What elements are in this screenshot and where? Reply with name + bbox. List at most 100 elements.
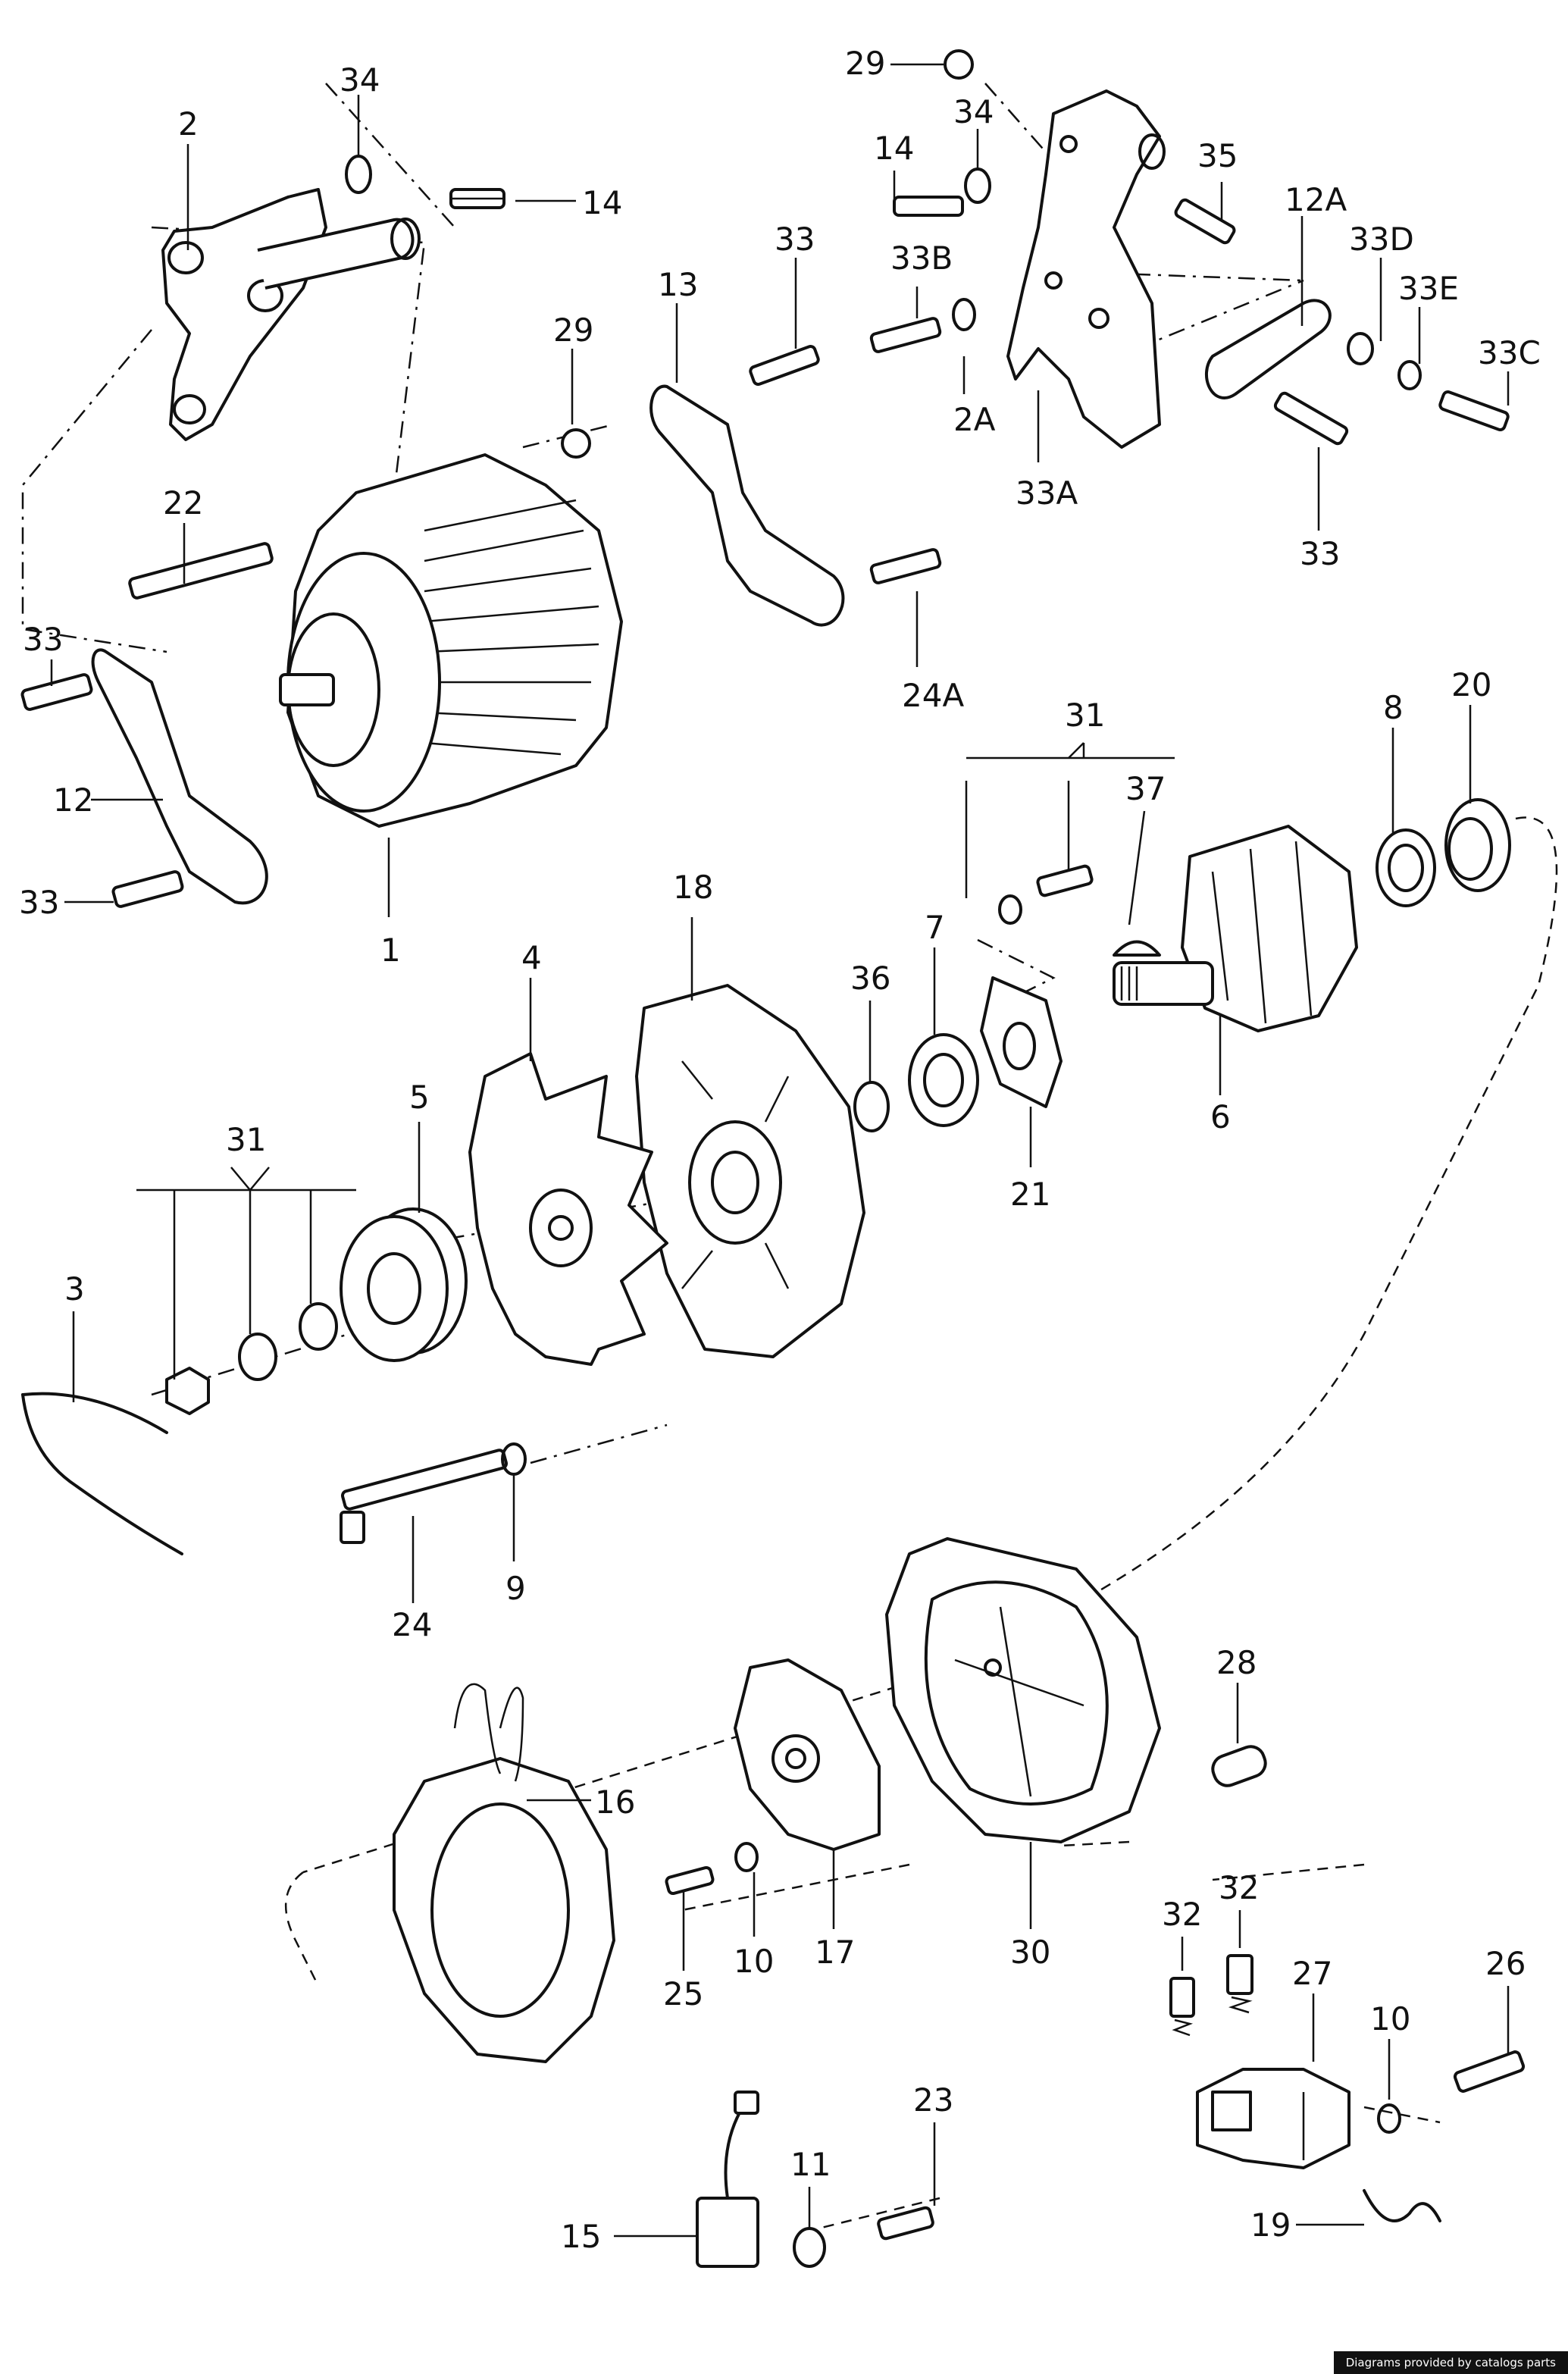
- callout-1: 1: [380, 932, 401, 969]
- callout-12: 12: [53, 781, 93, 819]
- washer: [853, 1081, 890, 1132]
- washer: [964, 168, 991, 204]
- bolt: [1438, 390, 1510, 431]
- callout-2A: 2A: [953, 401, 996, 438]
- callout-31: 31: [1065, 697, 1105, 734]
- callout-32: 32: [1162, 1896, 1202, 1933]
- callout-29: 29: [845, 45, 885, 82]
- callout-33: 33: [19, 884, 59, 921]
- screw: [877, 2206, 934, 2241]
- callout-25: 25: [663, 1975, 703, 2012]
- callout-10: 10: [1370, 2000, 1410, 2037]
- bolt: [869, 548, 942, 584]
- washer: [793, 2227, 826, 2268]
- bolt: [20, 673, 93, 711]
- adjusting-strap: [649, 384, 845, 627]
- bolt: [128, 542, 274, 600]
- slip-ring-housing: [885, 1537, 1161, 1843]
- link-plate: [1204, 299, 1332, 399]
- callout-34: 34: [340, 61, 380, 99]
- bolt: [1174, 198, 1236, 245]
- callout-33: 33: [23, 621, 63, 658]
- parts-drawings: [20, 49, 1526, 2268]
- callout-33A: 33A: [1016, 474, 1078, 512]
- stator: [393, 1683, 615, 2063]
- callout-6: 6: [1210, 1098, 1231, 1135]
- screw: [1036, 864, 1094, 897]
- washer: [238, 1333, 277, 1381]
- callout-11: 11: [790, 2146, 831, 2183]
- callout-16: 16: [595, 1784, 635, 1821]
- callout-8: 8: [1383, 689, 1404, 726]
- rectifier: [734, 1658, 881, 1851]
- bearing: [908, 1033, 979, 1127]
- screw: [1453, 2050, 1526, 2093]
- callout-7: 7: [925, 909, 945, 946]
- bolt: [893, 196, 964, 217]
- washer: [1347, 332, 1374, 365]
- mounting-bracket: [161, 188, 421, 441]
- drive-belt: [21, 1393, 183, 1555]
- callout-21: 21: [1010, 1176, 1050, 1213]
- callout-33E: 33E: [1398, 270, 1459, 307]
- key: [1113, 940, 1161, 957]
- washer: [952, 298, 976, 331]
- callout-18: 18: [673, 869, 713, 906]
- callout-24A: 24A: [902, 677, 964, 714]
- fan: [468, 1052, 668, 1366]
- brush: [1169, 1977, 1195, 2037]
- bolt: [1273, 391, 1349, 446]
- callout-23: 23: [913, 2081, 953, 2119]
- voltage-regulator: [1196, 2068, 1350, 2169]
- bearing-cap: [1444, 798, 1511, 892]
- callout-30: 30: [1010, 1934, 1050, 1971]
- callout-17: 17: [815, 1934, 855, 1971]
- callout-labels: 34 2 14 29 34 14 35 12A 33D 33B 33E 33C …: [19, 45, 1541, 2255]
- brush-holder: [696, 2091, 759, 2268]
- callout-32: 32: [1219, 1869, 1259, 1906]
- washer: [299, 1302, 338, 1351]
- callout-2: 2: [178, 105, 199, 143]
- retaining-plate: [980, 976, 1063, 1108]
- callout-33C: 33C: [1478, 334, 1541, 371]
- callout-5: 5: [409, 1079, 430, 1116]
- callout-33: 33: [1300, 535, 1340, 572]
- callout-28: 28: [1216, 1644, 1257, 1681]
- callout-36: 36: [850, 960, 890, 997]
- long-bolt: [340, 1449, 509, 1544]
- callout-13: 13: [658, 266, 698, 303]
- callout-14: 14: [874, 130, 914, 167]
- callout-4: 4: [521, 939, 542, 976]
- callout-33: 33: [775, 221, 815, 258]
- bolt: [449, 188, 505, 209]
- callout-9: 9: [505, 1570, 526, 1607]
- bolt: [869, 317, 942, 353]
- callout-37: 37: [1125, 770, 1166, 807]
- callout-33D: 33D: [1349, 221, 1414, 258]
- callout-34: 34: [953, 93, 994, 130]
- brush: [1226, 1954, 1253, 2014]
- bolt: [111, 870, 184, 908]
- callout-14: 14: [582, 184, 622, 221]
- adjusting-strap: [91, 648, 268, 905]
- callout-22: 22: [163, 484, 203, 521]
- callout-29: 29: [553, 312, 593, 349]
- washer: [1397, 360, 1422, 390]
- credit-footer: Diagrams provided by catalogs parts: [1333, 2351, 1568, 2374]
- leader-lines: [50, 63, 1510, 2238]
- callout-10: 10: [734, 1943, 774, 1980]
- callout-19: 19: [1250, 2206, 1291, 2244]
- callout-24: 24: [392, 1606, 432, 1643]
- callout-31: 31: [226, 1121, 266, 1158]
- washer: [734, 1842, 759, 1872]
- bearing: [1376, 828, 1436, 907]
- screw: [665, 1865, 715, 1896]
- upper-bracket: [1006, 89, 1166, 449]
- drive-end-housing: [635, 984, 865, 1358]
- nut: [561, 428, 591, 459]
- bolt: [749, 345, 820, 386]
- callout-12A: 12A: [1285, 181, 1347, 218]
- clip: [1363, 2189, 1441, 2222]
- alternator-assembly: [279, 453, 623, 828]
